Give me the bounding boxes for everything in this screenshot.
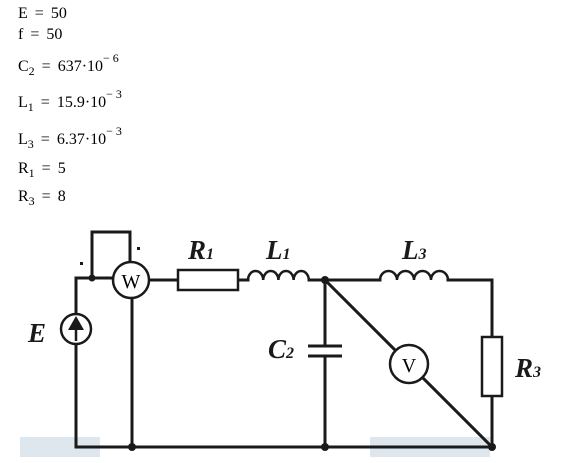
capacitor-c2 [308, 344, 342, 358]
param-l1: L1=15.9·10− 3 [18, 87, 122, 114]
label-l3: L3 [401, 235, 427, 265]
arrow-up-icon [68, 316, 84, 330]
emf-source [59, 312, 93, 346]
wattmeter-circle [111, 260, 151, 300]
resistor-r3 [480, 335, 504, 398]
param-r3: R3=8 [18, 188, 66, 208]
param-r1: R1=5 [18, 160, 66, 180]
voltmeter: V [388, 343, 430, 385]
junction-dot [488, 443, 496, 451]
label-c2: C2 [268, 334, 294, 364]
junction-dot [88, 274, 96, 282]
voltmeter-symbol: V [402, 355, 417, 377]
param-e: E=50 [18, 5, 67, 22]
wattmeter: W [111, 260, 151, 300]
param-c2: C2=637·10− 6 [18, 51, 119, 78]
label-l1: L1 [265, 235, 291, 265]
inductor-l1 [246, 269, 311, 281]
label-r3: R3 [514, 353, 541, 383]
junction-dot [128, 443, 136, 451]
junction-dot [321, 443, 329, 451]
scan-shadow [20, 437, 490, 457]
label-r1: R1 [187, 235, 214, 265]
resistor-r1 [176, 268, 240, 292]
wire-diagonal-lower [421, 376, 495, 450]
shadow-left [20, 437, 100, 457]
inductor-l3 [378, 269, 450, 281]
wire-w-voltage-loop [90, 230, 132, 280]
wattmeter-marker-dot [137, 247, 140, 250]
junctions [80, 247, 496, 451]
wire-diagonal-upper [322, 277, 397, 352]
wattmeter-symbol: W [122, 271, 141, 293]
wattmeter-marker-dot [80, 262, 83, 265]
label-e: E [27, 318, 46, 348]
voltmeter-circle [388, 343, 430, 385]
param-l3: L3=6.37·10− 3 [18, 124, 122, 151]
junction-dot [321, 276, 329, 284]
param-f: f=50 [18, 26, 63, 43]
